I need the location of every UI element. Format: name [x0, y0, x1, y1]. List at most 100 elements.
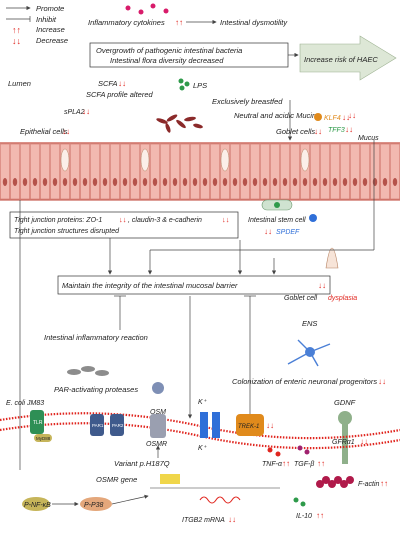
- epithelial-cell: [240, 143, 250, 200]
- lumen-label: Lumen: [8, 79, 31, 88]
- svg-text:↓↓: ↓↓: [345, 125, 353, 134]
- k-channel-icon: [200, 412, 208, 438]
- epithelial-cell: [200, 143, 210, 200]
- gdnf-label: GDNF: [334, 398, 356, 407]
- svg-text:↓↓: ↓↓: [222, 215, 230, 224]
- epithelial-cell: [380, 143, 390, 200]
- cell-nucleus: [212, 178, 218, 186]
- cell-nucleus: [302, 178, 308, 186]
- epithelial-cell: [270, 143, 280, 200]
- epithelial-cell: [190, 143, 200, 200]
- epithelial-cell: [280, 143, 290, 200]
- colonization-label: Colonization of enteric neuronal progeni…: [232, 377, 377, 386]
- itgb2-label: ITGB2 mRNA: [182, 517, 225, 524]
- svg-text:↓↓: ↓↓: [264, 227, 272, 236]
- overgrowth-line2: Intestinal flora diversity decreased: [110, 56, 224, 65]
- epithelium-layer: [0, 142, 400, 201]
- epithelial-cell: [340, 143, 350, 200]
- epithelial-cell: [100, 143, 110, 200]
- barrier-box: [57, 275, 331, 295]
- mucus-label: Mucus: [358, 135, 379, 142]
- overgrowth-line1: Overgrowth of pathogenic intestinal bact…: [96, 46, 242, 55]
- p38-label: P-P38: [84, 502, 104, 509]
- ecoli-label: E. coli JM83: [6, 400, 44, 407]
- tnf-label: TNF-α: [262, 461, 283, 468]
- k-top-label: K⁺: [198, 399, 208, 406]
- cell-nucleus: [92, 178, 98, 186]
- cell-nucleus: [142, 178, 148, 186]
- cell-nucleus: [322, 178, 328, 186]
- svg-text:↓↓: ↓↓: [266, 421, 274, 430]
- klf4-dot: [314, 113, 322, 121]
- epithelial-cell: [60, 143, 70, 200]
- epithelial-cell: [360, 143, 370, 200]
- cell-nucleus: [392, 178, 398, 186]
- cell-nucleus: [122, 178, 128, 186]
- osm-label: OSM: [150, 409, 166, 416]
- stem-cell-label: Intestinal stem cell: [248, 217, 306, 224]
- mrna-icon: [199, 496, 241, 504]
- tgf-label: TGF-β: [294, 461, 314, 468]
- cell-nucleus: [32, 178, 38, 186]
- epithelial-cell: [350, 143, 360, 200]
- goblet-cell: [60, 148, 70, 172]
- par2-receptor-icon: [110, 414, 124, 436]
- cell-nucleus: [312, 178, 318, 186]
- epithelial-cell: [40, 143, 50, 200]
- epithelial-cell: [20, 143, 30, 200]
- legend-inhibit: Inhibit: [36, 15, 57, 24]
- haec-arrow-icon: [299, 35, 397, 81]
- epithelial-cell: [210, 143, 220, 200]
- cell-nucleus: [132, 178, 138, 186]
- goblet-cell-icon: [325, 247, 339, 269]
- factin-label: F-actin: [358, 481, 380, 488]
- ens-label: ENS: [302, 319, 317, 328]
- epithelial-cell: [320, 143, 330, 200]
- osmr-label: OSMR: [146, 441, 167, 448]
- tight-junction-box: [9, 211, 239, 239]
- cell-nucleus: [282, 178, 288, 186]
- cell-nucleus: [342, 178, 348, 186]
- svg-text:↓↓: ↓↓: [228, 515, 236, 524]
- svg-text:↓↓: ↓↓: [342, 113, 350, 122]
- spdef-dot: [309, 214, 317, 222]
- tj-line2: Tight junction structures disrupted: [14, 228, 120, 235]
- nfkb-node: [22, 497, 50, 511]
- dysmotility-label: Intestinal dysmotility: [220, 18, 288, 27]
- svg-text:↑↑: ↑↑: [316, 511, 324, 520]
- epithelial-cell: [330, 143, 340, 200]
- scfa-profile-label: SCFA profile altered: [86, 90, 154, 99]
- cell-nucleus: [272, 178, 278, 186]
- par-proteases-label: PAR-activating proteases: [54, 385, 138, 394]
- svg-text:↑↑: ↑↑: [175, 18, 183, 27]
- lps-label: LPS: [193, 81, 207, 90]
- il10-label: IL-10: [296, 513, 312, 520]
- epithelial-cell: [120, 143, 130, 200]
- cell-nucleus: [332, 178, 338, 186]
- osmr-receptor-icon: [150, 414, 166, 438]
- svg-text:↓↓: ↓↓: [378, 377, 386, 386]
- epithelial-cell: [30, 143, 40, 200]
- tlr-label: TLR: [33, 420, 43, 426]
- cell-nucleus: [82, 178, 88, 186]
- myd88-label: MyD88: [36, 436, 51, 441]
- cell-nucleus: [112, 178, 118, 186]
- trek1-channel-icon: [236, 414, 264, 436]
- goblet-cell: [220, 148, 230, 172]
- scfa-label: SCFA: [98, 79, 117, 88]
- goblet-dys-label: Goblet cell: [284, 295, 318, 302]
- overgrowth-box: [89, 42, 289, 68]
- cell-nucleus: [172, 178, 178, 186]
- goblet-cell: [140, 148, 150, 172]
- cell-nucleus: [152, 178, 158, 186]
- inflammatory-reaction-label: Intestinal inflammatory reaction: [44, 333, 148, 342]
- epithelial-cell: [220, 143, 230, 200]
- epithelial-cell: [390, 143, 400, 200]
- epithelial-cell: [310, 143, 320, 200]
- epithelial-cell: [290, 143, 300, 200]
- spdef-label: SPDEF: [276, 229, 300, 236]
- epithelial-cell: [10, 143, 20, 200]
- cell-nucleus: [382, 178, 388, 186]
- svg-text:↑↑: ↑↑: [317, 459, 325, 468]
